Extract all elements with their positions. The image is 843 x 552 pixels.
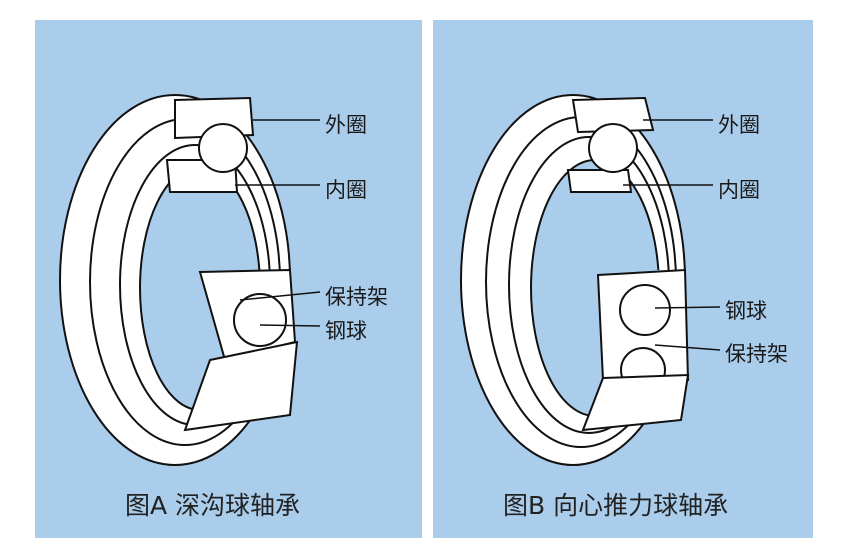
deep-groove-bearing-drawing <box>59 94 299 466</box>
label-inner-ring: 内圈 <box>718 178 760 202</box>
label-inner-ring: 内圈 <box>325 178 367 202</box>
panel-deep-groove-ball-bearing: 外圈 内圈 保持架 钢球 图A 深沟球轴承 <box>35 20 422 538</box>
caption-b: 图B 向心推力球轴承 <box>503 491 729 520</box>
label-ball: 钢球 <box>325 319 367 343</box>
label-cage: 保持架 <box>725 342 788 366</box>
label-ball: 钢球 <box>725 299 767 323</box>
leader-lines <box>235 119 321 327</box>
angular-contact-bearing-drawing <box>460 94 691 466</box>
leader-lines <box>623 119 721 351</box>
panel-angular-contact-ball-bearing: 外圈 内圈 钢球 保持架 图B 向心推力球轴承 <box>433 20 813 538</box>
caption-a: 图A 深沟球轴承 <box>125 491 301 520</box>
label-outer-ring: 外圈 <box>325 113 367 137</box>
label-cage: 保持架 <box>325 285 388 309</box>
label-outer-ring: 外圈 <box>718 113 760 137</box>
